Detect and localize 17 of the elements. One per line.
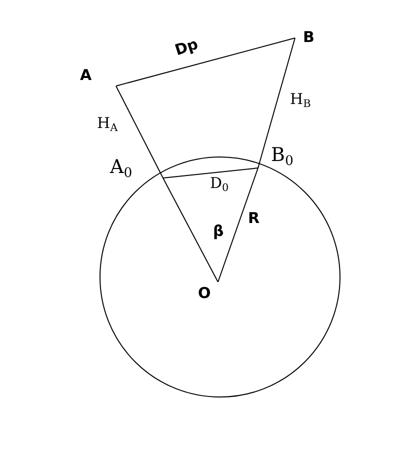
point-label: O	[198, 286, 211, 301]
point-label: B	[303, 30, 314, 45]
line-segment	[218, 168, 258, 282]
line-segment	[116, 86, 164, 178]
edge-label: H$_{A}$	[97, 116, 118, 134]
point-label: A$_{0}$	[110, 158, 132, 180]
line-segment	[116, 38, 296, 86]
line-segment	[162, 178, 218, 282]
edge-label: D$_{0}$	[210, 176, 229, 194]
edge-label: H$_{B}$	[290, 92, 311, 110]
edge-label: R	[248, 211, 260, 226]
point-label: A	[80, 68, 92, 83]
angle-label: β	[213, 224, 224, 239]
line-segment	[258, 38, 296, 168]
edge-label: Dp	[173, 36, 200, 58]
point-label: B$_{0}$	[271, 146, 294, 168]
line-segment	[162, 168, 258, 178]
